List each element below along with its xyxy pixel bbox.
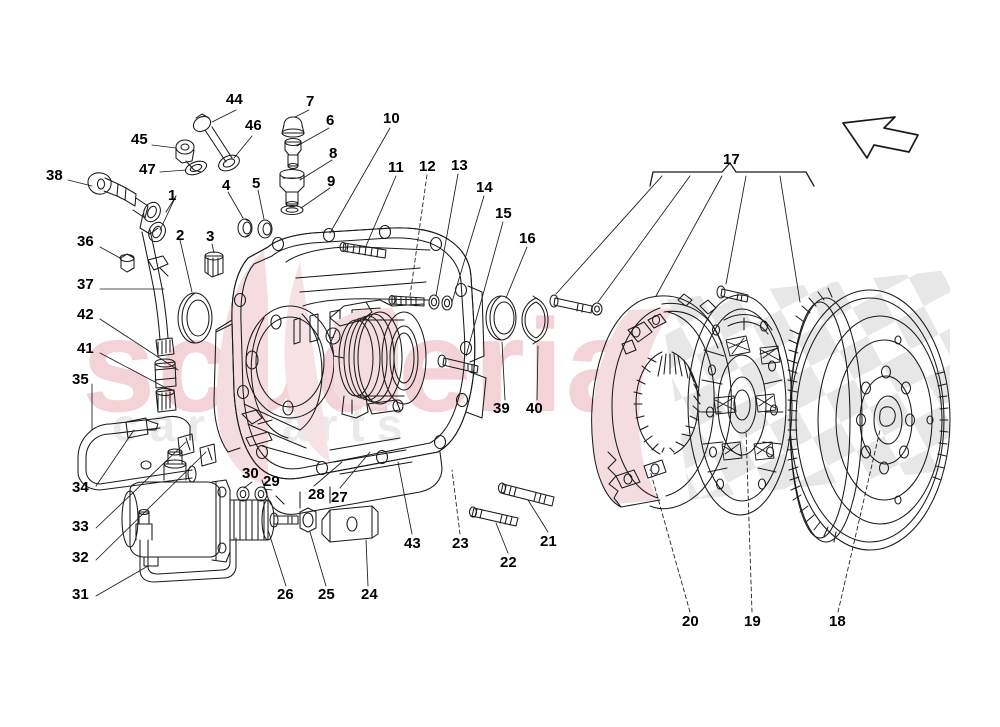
callout-12: 12 <box>419 158 436 175</box>
hydraulic-hose-assembly <box>87 172 177 413</box>
callout-11: 11 <box>388 159 404 176</box>
callout-41: 41 <box>77 340 94 357</box>
callout-35: 35 <box>72 371 89 388</box>
callout-30: 30 <box>242 465 259 482</box>
callout-1: 1 <box>168 187 177 204</box>
washer-29 <box>254 486 268 502</box>
hose-35 <box>77 415 197 491</box>
callout-17: 17 <box>723 151 740 168</box>
leader-lines <box>67 109 881 613</box>
callout-6: 6 <box>326 112 335 129</box>
callout-38: 38 <box>46 167 63 184</box>
plug-3 <box>204 251 224 278</box>
callout-13: 13 <box>451 157 468 174</box>
sealing-washer-9 <box>280 204 304 216</box>
callout-39: 39 <box>493 400 510 417</box>
callout-32: 32 <box>72 549 89 566</box>
callout-5: 5 <box>252 175 261 192</box>
clutch-master-cylinder-26 <box>121 448 299 567</box>
callout-28: 28 <box>308 486 325 503</box>
oil-seal-39 <box>485 295 517 341</box>
washer-47 <box>184 160 208 176</box>
callout-16: 16 <box>519 230 536 247</box>
valve-housing-8 <box>279 168 305 208</box>
callout-34: 34 <box>72 479 89 496</box>
callout-21: 21 <box>540 533 557 550</box>
washer-30 <box>236 486 250 502</box>
callout-23: 23 <box>452 535 469 552</box>
callout-43: 43 <box>404 535 421 552</box>
callout-44: 44 <box>226 91 243 108</box>
seal-ring-2 <box>177 292 213 344</box>
callout-31: 31 <box>72 586 89 603</box>
clevis-24 <box>321 505 379 543</box>
callout-4: 4 <box>222 177 231 194</box>
nut-36 <box>119 253 135 273</box>
callout-19: 19 <box>744 613 761 630</box>
callout-8: 8 <box>329 145 338 162</box>
hydraulic-pipe-31 <box>135 508 237 583</box>
callout-25: 25 <box>318 586 335 603</box>
callout-42: 42 <box>77 306 94 323</box>
bush-5 <box>257 219 273 239</box>
callout-24: 24 <box>361 586 378 603</box>
circlip-40 <box>521 295 549 345</box>
callout-10: 10 <box>383 110 400 127</box>
concentric-slave-cylinder <box>325 299 427 419</box>
pipe-bracket-34 <box>125 417 159 439</box>
callout-20: 20 <box>682 613 699 630</box>
fitting-45 <box>175 139 202 173</box>
flywheel-18 <box>787 287 951 551</box>
link-rod-44 <box>192 113 233 163</box>
bell-housing-body <box>213 224 487 515</box>
callout-36: 36 <box>77 233 94 250</box>
callout-14: 14 <box>476 179 493 196</box>
callout-26: 26 <box>277 586 294 603</box>
housing-stud-middle <box>388 294 453 311</box>
bush-46 <box>218 154 240 172</box>
callout-7: 7 <box>306 93 315 110</box>
callout-33: 33 <box>72 518 89 535</box>
bush-4 <box>237 218 253 238</box>
clutch-friction-disc-19 <box>687 294 793 516</box>
clutch-bolt <box>549 294 603 316</box>
callout-47: 47 <box>139 161 156 178</box>
housing-stud-lower <box>437 354 479 374</box>
callout-15: 15 <box>495 205 512 222</box>
nut-25 <box>299 507 317 533</box>
orientation-arrow-icon <box>842 116 919 159</box>
stud-22 <box>468 506 519 527</box>
callout-22: 22 <box>500 554 517 571</box>
callout-45: 45 <box>131 131 148 148</box>
breather-valve-6 <box>284 137 302 170</box>
callout-40: 40 <box>526 400 543 417</box>
callout-9: 9 <box>327 173 336 190</box>
pipe-clips-32-33 <box>140 433 217 470</box>
callout-29: 29 <box>263 473 280 490</box>
callout-37: 37 <box>77 276 94 293</box>
callout-18: 18 <box>829 613 846 630</box>
callout-27: 27 <box>331 489 348 506</box>
clutch-kit-bracket <box>555 162 815 303</box>
callout-2: 2 <box>176 227 185 244</box>
stud-21 <box>497 482 555 507</box>
callout-3: 3 <box>206 228 215 245</box>
breather-cap-7 <box>281 116 305 138</box>
callout-46: 46 <box>245 117 262 134</box>
housing-stud-upper <box>339 241 387 259</box>
clutch-bolt-2 <box>716 285 749 303</box>
